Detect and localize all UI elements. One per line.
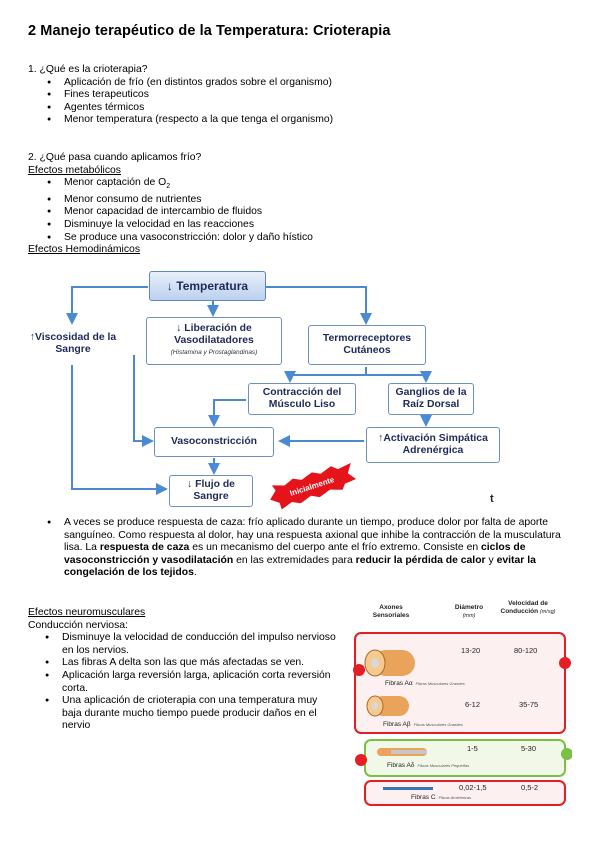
metabolic-heading: Efectos metabólicos [28, 164, 121, 176]
row-2-diam: 1-5 [467, 744, 478, 753]
box-temperatura: ↓ Temperatura [149, 271, 266, 301]
row-3-note: Fibras Amielínicas [438, 795, 472, 800]
metabolic-bullet-list: Menor captación de O2 Menor consumo de n… [28, 177, 568, 244]
caza-text: en las extremidades para [233, 554, 356, 566]
nerve-figure-graphics [353, 632, 572, 806]
liberacion-sublabel: (Histamina y Prostaglandinas) [170, 349, 258, 356]
hemodynamic-diagram: ↓ Temperatura ↑Viscosidad de la Sangre ↓… [28, 265, 506, 510]
nerve-fiber-table: Axones Sensoriales Diámetro (mm) Velocida… [343, 600, 572, 810]
row-2-fiber-label: Fibras Aδ [387, 762, 415, 769]
neuro-subheading: Conducción nerviosa: [28, 619, 128, 631]
row-0-vel: 80-120 [514, 646, 538, 655]
hemodynamic-heading: Efectos Hemodinámicos [28, 244, 141, 256]
caza-text: y [485, 554, 497, 566]
box-ganglios: Ganglios de la Raíz Dorsal [388, 383, 474, 415]
caza-text: . [193, 567, 197, 579]
list-item: Disminuye la velocidad en las reacciones [28, 219, 568, 232]
caza-bold: reducir la pérdida de calor [355, 554, 486, 566]
col-velocidad-unit: (m/sg) [539, 609, 556, 615]
caza-bold: ciclos de vasoconstricción y vasodilatac… [64, 542, 526, 566]
row-3-fiber-label: Fibras C [411, 794, 436, 801]
o2-text: Menor captación de O [64, 177, 167, 189]
row-2-vel: 5-30 [521, 744, 537, 753]
caza-bold: evitar la congelación de los tejidos [64, 554, 536, 579]
list-item: A veces se produce respuesta de caza: fr… [28, 517, 572, 580]
row-3-vel: 0,5-2 [521, 783, 539, 792]
fiber-adelta-icon [377, 748, 427, 756]
caza-list: A veces se produce respuesta de caza: fr… [28, 517, 572, 580]
list-item: Aplicación larga reversión larga, aplica… [28, 670, 338, 695]
row-3-diam: 0,02-1,5 [459, 783, 487, 792]
list-item: Una aplicación de crioterapia con una te… [28, 695, 338, 733]
section-caza: A veces se produce respuesta de caza: fr… [28, 517, 572, 580]
list-item: Fines terapeuticos [28, 89, 568, 102]
fiber-abeta-icon [366, 695, 409, 717]
section-q2: 2. ¿Qué pasa cuando aplicamos frío? Efec… [28, 152, 568, 257]
row-1-vel: 35-75 [519, 700, 539, 709]
box-flujo: ↓ Flujo de Sangre [169, 475, 253, 507]
row-2-note: Fibras Musculares Pequeñas [417, 763, 470, 768]
row-1-note: Fibras Musculares Grandes [413, 722, 463, 727]
row-1-fiber-label: Fibras Aβ [383, 721, 411, 728]
box-contraccion: Contracción del Músculo Liso [248, 383, 356, 415]
liberacion-label: ↓ Liberación de Vasodilatadores [174, 323, 254, 346]
starburst-icon [270, 462, 357, 510]
box-termorreceptores: Termorreceptores Cutáneos [308, 325, 426, 365]
box-vasoconstriccion: Vasoconstricción [154, 427, 274, 457]
list-item: Aplicación de frío (en distintos grados … [28, 77, 568, 90]
col-velocidad-label: Velocidad de Conducción [500, 600, 548, 615]
list-item: Agentes térmicos [28, 102, 568, 115]
col-axones: Axones Sensoriales [372, 604, 410, 619]
section-q1: 1. ¿Qué es la crioterapia? Aplicación de… [28, 64, 568, 127]
section-neuro: Efectos neuromusculares Conducción nervi… [28, 607, 338, 733]
col-diametro-label: Diámetro [454, 604, 484, 611]
o2-subscript: 2 [166, 183, 171, 191]
list-item: Menor captación de O2 [28, 177, 568, 194]
list-item: Menor consumo de nutrientes [28, 194, 568, 207]
person-icon [353, 657, 572, 766]
diagram-mark: t [490, 493, 494, 505]
row-0-note: Fibras Musculares Grandes [415, 681, 465, 686]
neuro-heading: Efectos neuromusculares [28, 607, 146, 618]
fiber-aalpha-icon [364, 649, 415, 677]
caza-text: A veces se produce respuesta de caza: fr… [64, 517, 561, 554]
diagram-arrows [66, 286, 432, 495]
row-0-diam: 13-20 [461, 646, 481, 655]
stamp-inicialmente: Inicialmente [266, 460, 358, 512]
box-activacion: ↑Activación Simpática Adrenérgica [366, 427, 500, 463]
q2-question: 2. ¿Qué pasa cuando aplicamos frío? [28, 152, 202, 163]
box-viscosidad: ↑Viscosidad de la Sangre [29, 332, 117, 355]
page-title: 2 Manejo terapéutico de la Temperatura: … [28, 23, 391, 39]
caza-text: es un mecanismo del cuerpo ante el frío … [189, 542, 482, 554]
list-item: Menor capacidad de intercambio de fluido… [28, 206, 568, 219]
list-item: Las fibras A delta son las que más afect… [28, 657, 338, 670]
q1-bullet-list: Aplicación de frío (en distintos grados … [28, 77, 568, 127]
list-item: Disminuye la velocidad de conducción del… [28, 632, 338, 657]
fiber-c-icon [383, 787, 433, 790]
list-item: Se produce una vasoconstricción: dolor y… [28, 232, 568, 245]
neuro-bullet-list: Disminuye la velocidad de conducción del… [28, 632, 338, 733]
row-1-diam: 6-12 [465, 700, 481, 709]
box-liberacion: ↓ Liberación de Vasodilatadores (Histami… [146, 317, 282, 365]
q1-question: 1. ¿Qué es la crioterapia? [28, 64, 148, 75]
row-0-fiber-label: Fibras Aα [385, 680, 413, 687]
col-diametro: Diámetro (mm) [449, 604, 489, 620]
list-item: Menor temperatura (respecto a la que ten… [28, 114, 568, 127]
caza-bold: respuesta de caza [99, 542, 190, 554]
col-diametro-unit: (mm) [462, 613, 476, 619]
col-velocidad: Velocidad de Conducción (m/sg) [493, 600, 563, 616]
